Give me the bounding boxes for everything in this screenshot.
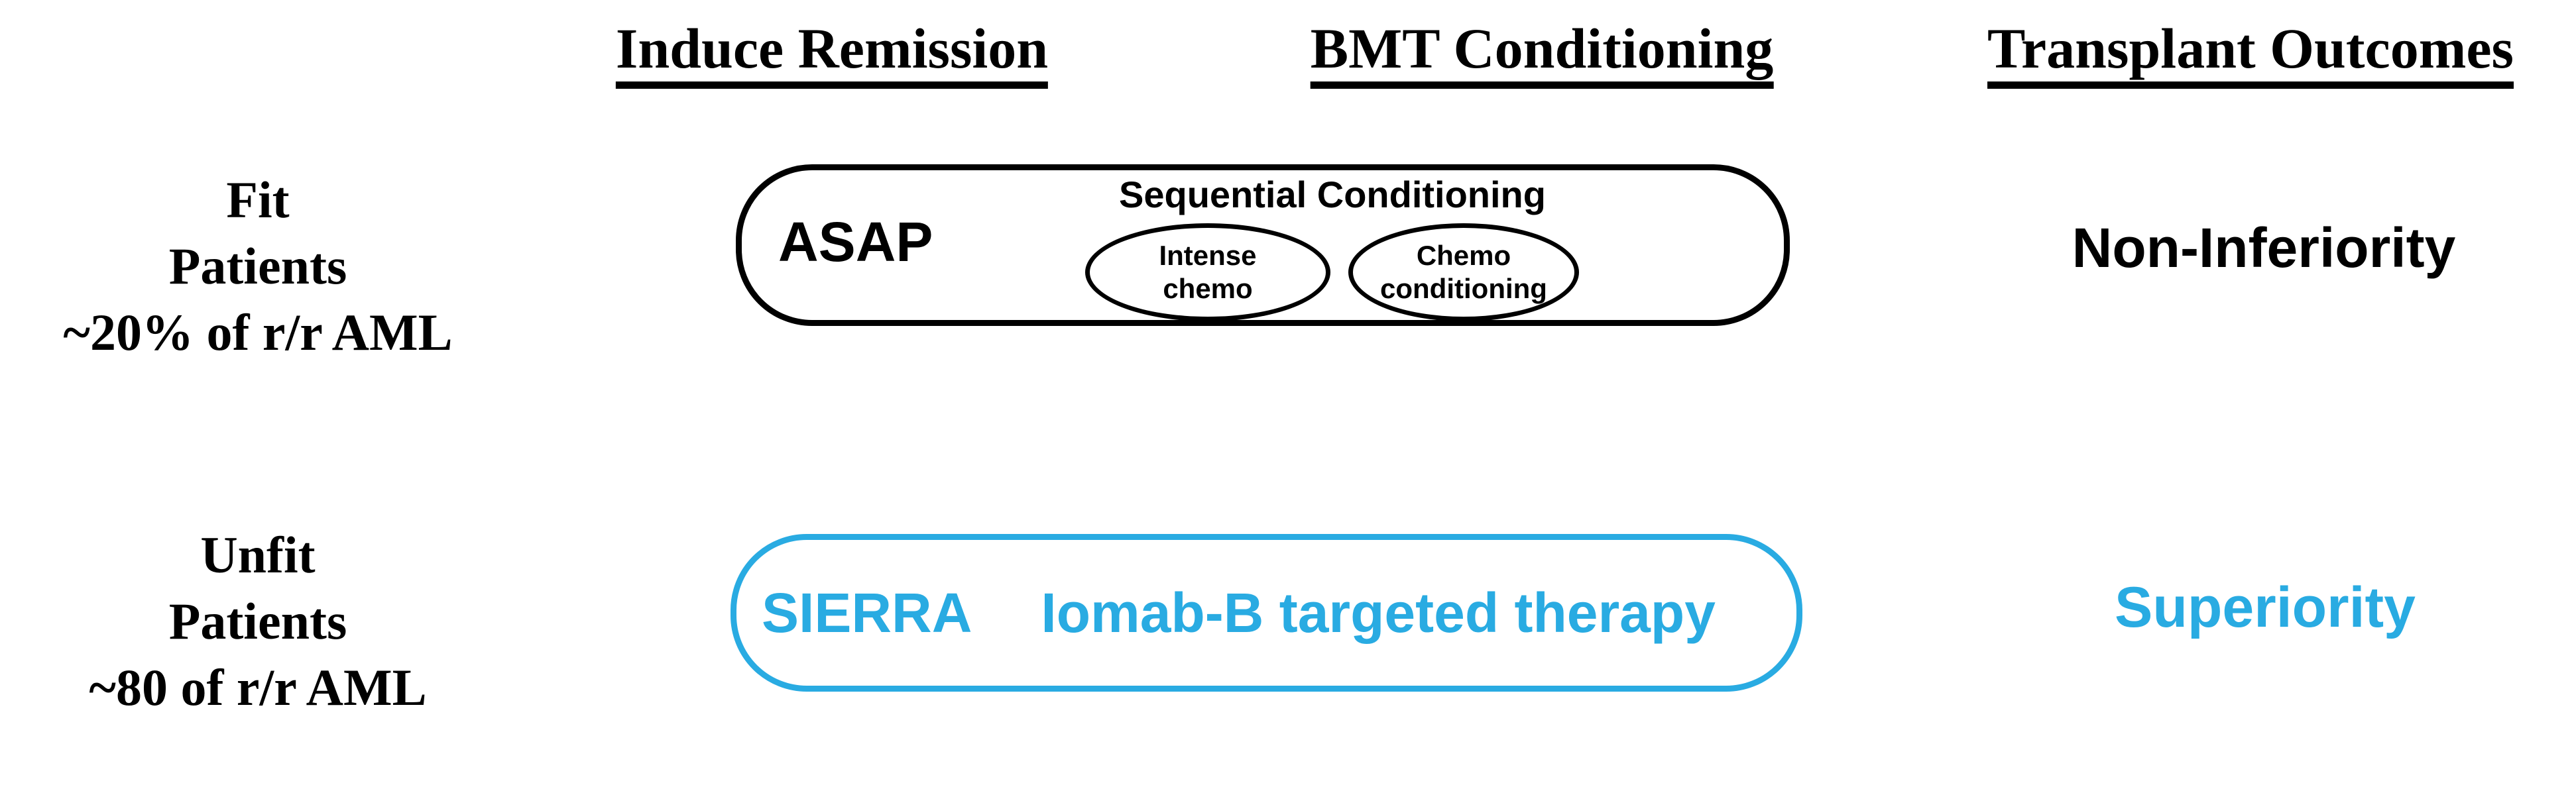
outcome-superiority: Superiority <box>2115 576 2416 639</box>
patient-group-fit-line-2: Patients <box>168 237 347 295</box>
column-header-bmt-conditioning: BMT Conditioning <box>1310 20 1774 89</box>
column-header-induce-remission: Induce Remission <box>615 20 1049 89</box>
sierra-trial-box: SIERRA Iomab-B targeted therapy <box>731 534 1802 692</box>
intense-chemo-line-2: chemo <box>1163 273 1253 304</box>
intense-chemo-line-1: Intense <box>1159 240 1257 272</box>
sierra-trial-name: SIERRA <box>762 581 972 644</box>
patient-group-unfit-line-3: ~80 of r/r AML <box>89 659 427 716</box>
outcome-non-inferiority: Non-Inferiority <box>2072 217 2456 279</box>
asap-trial-box: Sequential Conditioning ASAP Intense che… <box>736 164 1790 326</box>
patient-group-unfit-line-1: Unfit <box>200 526 316 584</box>
sequential-conditioning-title: Sequential Conditioning <box>1119 174 1546 215</box>
patient-group-fit-line-3: ~20% of r/r AML <box>63 303 453 361</box>
patient-group-unfit: Unfit Patients ~80 of r/r AML <box>89 522 426 721</box>
column-header-transplant-outcomes: Transplant Outcomes <box>1987 20 2514 89</box>
chemo-conditioning-line-1: Chemo <box>1416 240 1511 272</box>
patient-group-fit: Fit Patients ~20% of r/r AML <box>63 167 452 366</box>
patient-group-unfit-line-2: Patients <box>168 592 347 650</box>
intense-chemo-ellipse: Intense chemo <box>1085 223 1330 321</box>
patient-group-fit-line-1: Fit <box>226 171 290 229</box>
asap-trial-name: ASAP <box>778 211 933 273</box>
iomab-b-therapy-label: Iomab-B targeted therapy <box>1041 581 1716 644</box>
chemo-conditioning-ellipse: Chemo conditioning <box>1348 223 1579 321</box>
chemo-conditioning-line-2: conditioning <box>1380 273 1547 304</box>
